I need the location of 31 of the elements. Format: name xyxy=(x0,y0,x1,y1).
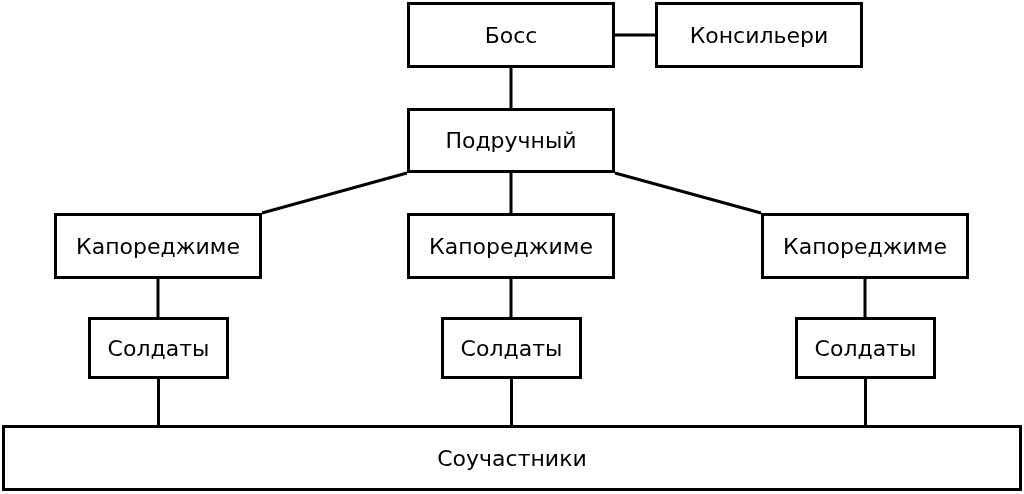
org-box xyxy=(761,213,969,279)
connector-line xyxy=(614,171,762,215)
role-label: Солдаты xyxy=(460,335,563,361)
connector-line xyxy=(509,173,513,213)
role-label: Подручный xyxy=(445,128,577,153)
role-label: Соучастники xyxy=(437,445,587,471)
org-box xyxy=(407,213,615,279)
org-box xyxy=(441,317,582,379)
role-label: Капореджиме xyxy=(783,233,947,259)
connector-line xyxy=(864,379,867,425)
org-box xyxy=(2,425,1022,491)
connector-line xyxy=(261,171,408,215)
connector-line xyxy=(510,379,513,425)
role-label: Капореджиме xyxy=(429,233,593,259)
org-box xyxy=(88,317,229,379)
connector-line xyxy=(509,68,513,108)
connector-line xyxy=(615,33,655,37)
connector-line xyxy=(863,279,867,317)
org-box xyxy=(407,108,615,173)
role-label: Солдаты xyxy=(107,335,210,361)
connector-line xyxy=(156,279,160,317)
connector-line xyxy=(509,279,513,317)
role-label: Капореджиме xyxy=(76,233,240,259)
role-label: Консильери xyxy=(689,22,829,48)
org-box xyxy=(795,317,936,379)
role-label: Босс xyxy=(484,22,538,48)
role-label: Солдаты xyxy=(814,335,917,361)
org-box xyxy=(407,2,615,68)
org-box xyxy=(54,213,262,279)
org-box xyxy=(655,2,863,68)
connector-line xyxy=(157,379,160,425)
